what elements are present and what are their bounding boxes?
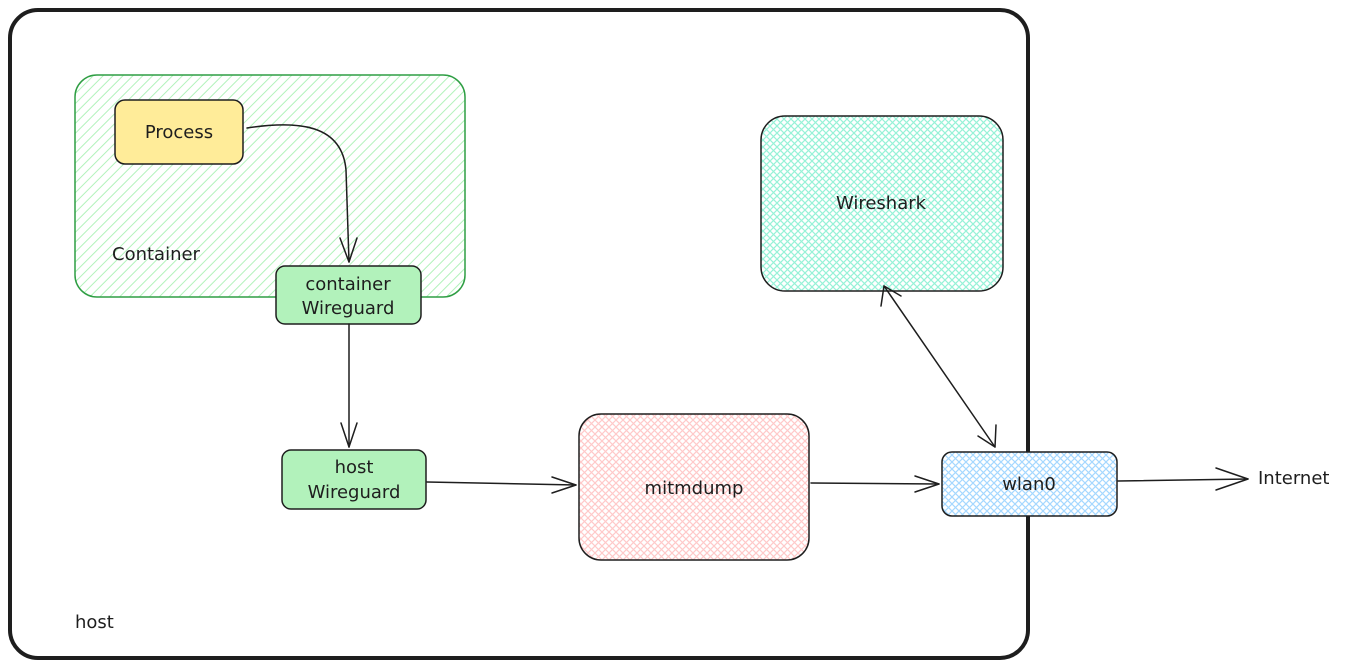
arrow-wlan0-to-internet (1117, 467, 1249, 491)
host-wireguard-label-line2: Wireguard (308, 482, 401, 503)
internet-label: Internet (1258, 468, 1329, 489)
wireshark-node[interactable]: Wireshark (760, 115, 1004, 292)
host-boundary: host (8, 8, 1030, 660)
host-wireguard-node[interactable]: host Wireguard (281, 449, 427, 510)
container-wireguard-node[interactable]: container Wireguard (275, 265, 422, 325)
container-wireguard-label-line1: container (305, 274, 391, 295)
arrow-process-to-container-wireguard (246, 124, 358, 263)
wireshark-label: Wireshark (836, 193, 927, 214)
process-label: Process (145, 122, 213, 143)
arrow-host-wireguard-to-mitmdump (426, 476, 577, 494)
wlan0-node[interactable]: wlan0 (941, 451, 1118, 517)
host-wireguard-label-line1: host (335, 457, 374, 478)
mitmdump-label: mitmdump (645, 478, 744, 499)
host-label: host (75, 612, 114, 633)
process-node[interactable]: Process (114, 99, 244, 165)
container-wireguard-label-line2: Wireguard (302, 298, 395, 319)
mitmdump-node[interactable]: mitmdump (578, 413, 810, 561)
wlan0-label: wlan0 (1002, 474, 1056, 495)
arrow-wlan0-wireshark-bidirectional (880, 285, 997, 448)
arrow-mitmdump-to-wlan0 (810, 475, 940, 493)
arrow-container-wireguard-to-host-wireguard (340, 323, 358, 448)
container-label: Container (112, 244, 201, 265)
